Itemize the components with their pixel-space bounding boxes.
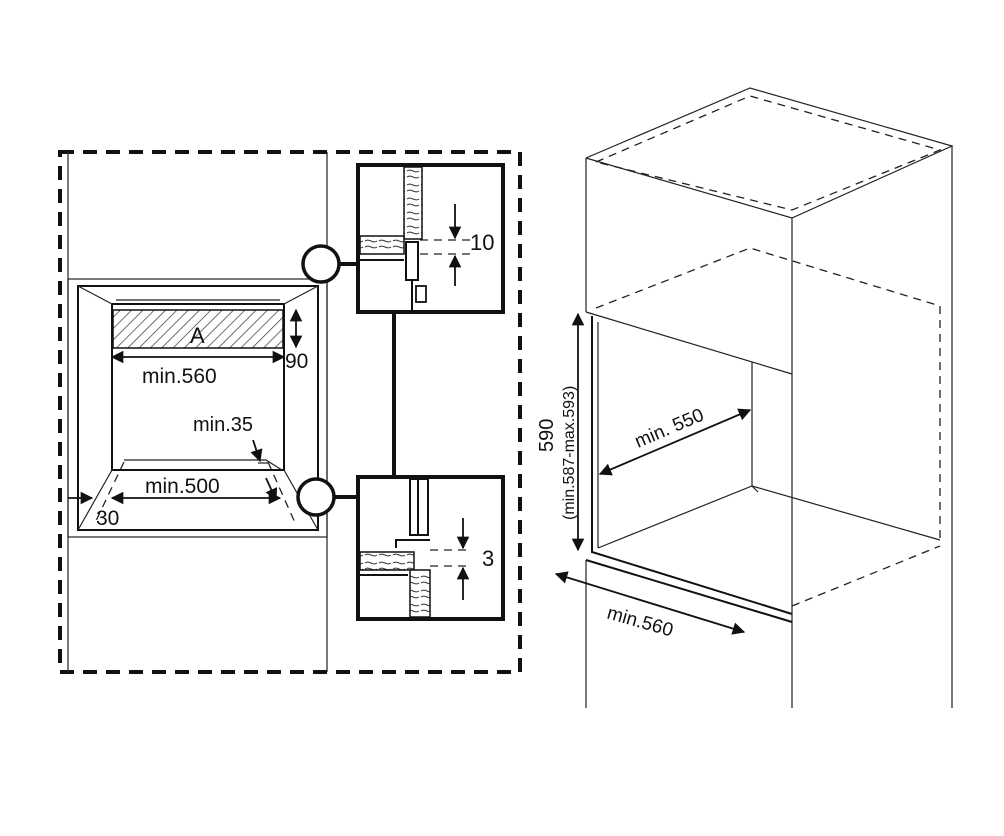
- dim-min-500: min.500: [145, 475, 220, 498]
- detail-bottom: 3: [356, 475, 505, 621]
- detail-top-oven-edge: [405, 241, 419, 281]
- dim-arrow-min-35: [250, 439, 263, 463]
- dim-30: 30: [96, 507, 119, 530]
- detail-top-bracket: [415, 285, 427, 303]
- top-cabinet-top-face: [585, 87, 954, 219]
- detail-bottom-wood-shelf: [359, 551, 415, 571]
- niche-edge-bl: [77, 469, 113, 531]
- niche-floor-dashed: [791, 545, 941, 607]
- dim-arrow-min-550: [598, 408, 752, 476]
- dim-arrow-min-500-right: [265, 477, 278, 502]
- dim-3: 3: [482, 546, 494, 571]
- detail-top: 10: [356, 163, 505, 314]
- top-cabinet-bottom-front: [585, 311, 793, 375]
- detail-top-wood-shelf: [359, 235, 405, 255]
- dim-min-560-left: min.560: [142, 365, 217, 388]
- niche-edge-tl: [77, 285, 113, 305]
- dim-arrow-min-560-right: [554, 571, 746, 635]
- zoom-circle-bottom: [296, 477, 336, 517]
- niche-edge-tr: [283, 285, 319, 305]
- dim-10: 10: [470, 230, 494, 255]
- dim-min-35: min.35: [193, 414, 253, 436]
- cabinet-dashed-outline: [58, 150, 522, 674]
- dim-min-550: min. 550: [632, 405, 707, 453]
- dim-90: 90: [285, 350, 308, 373]
- top-cabinet-top-dashed: [595, 95, 942, 211]
- isometric-view: 590 (min.587-max.593) min. 550 min.560: [536, 87, 954, 708]
- ventilation-area-a: [112, 309, 284, 349]
- support-left-dashed: [93, 461, 125, 526]
- zoom-circle-top: [301, 244, 341, 284]
- dim-590-range: (min.587-max.593): [561, 386, 578, 520]
- niche-floor: [597, 485, 941, 549]
- niche-back-wall-iso: [751, 362, 759, 493]
- niche-frame-outer: [67, 278, 328, 538]
- detail-bottom-foot: [395, 539, 430, 548]
- niche-frame-inner: [77, 285, 319, 531]
- front-view: A min.560 90 min.35 min.500 30: [58, 150, 522, 674]
- label-a: A: [190, 323, 205, 348]
- niche-top-dashed: [595, 247, 941, 309]
- detail-top-wood-vertical: [403, 166, 423, 240]
- detail-bottom-wood-vertical: [409, 569, 431, 618]
- dim-590: 590: [536, 419, 558, 452]
- bottom-support: [124, 459, 283, 471]
- support-right-dashed: [267, 461, 297, 526]
